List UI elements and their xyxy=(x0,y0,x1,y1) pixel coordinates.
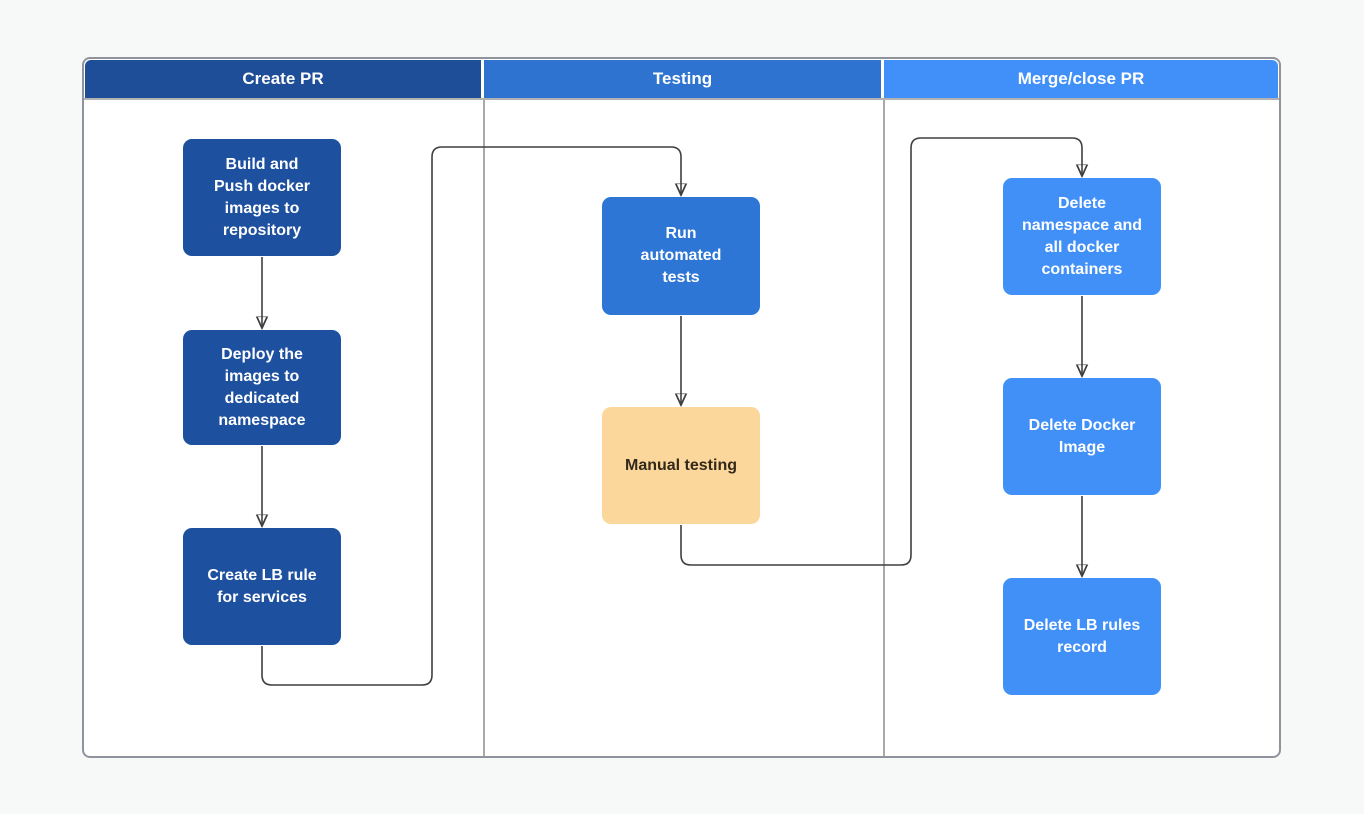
lane-header-merge-close-pr[interactable]: Merge/close PR xyxy=(884,60,1278,98)
node-delete-docker-image[interactable]: Delete Docker Image xyxy=(1003,378,1161,495)
lane-title-testing: Testing xyxy=(652,69,713,88)
node-label-run-automated-tests: Run automated tests xyxy=(640,225,722,286)
node-delete-lb-rules[interactable]: Delete LB rules record xyxy=(1003,578,1161,695)
node-label-delete-lb-rules: Delete LB rules record xyxy=(1023,616,1141,656)
node-label-delete-docker-image: Delete Docker Image xyxy=(1028,416,1136,456)
pool-header-divider xyxy=(84,98,1279,100)
node-label-manual-testing: Manual testing xyxy=(624,456,737,474)
lane-header-testing[interactable]: Testing xyxy=(484,60,881,98)
lane-divider-1 xyxy=(483,100,485,756)
node-deploy-images[interactable]: Deploy the images to dedicated namespace xyxy=(183,330,341,445)
node-delete-namespace[interactable]: Delete namespace and all docker containe… xyxy=(1003,178,1161,295)
node-label-deploy-images: Deploy the images to dedicated namespace xyxy=(218,345,306,429)
node-label-create-lb-rule: Create LB rule for services xyxy=(207,566,317,606)
lane-title-merge-close-pr: Merge/close PR xyxy=(1017,69,1145,88)
node-manual-testing[interactable]: Manual testing xyxy=(602,407,760,524)
node-build-push-docker[interactable]: Build and Push docker images to reposito… xyxy=(183,139,341,256)
node-label-delete-namespace: Delete namespace and all docker containe… xyxy=(1021,194,1143,278)
node-run-automated-tests[interactable]: Run automated tests xyxy=(602,197,760,315)
lane-header-create-pr[interactable]: Create PR xyxy=(85,60,481,98)
node-label-build-push-docker: Build and Push docker images to reposito… xyxy=(213,155,311,239)
node-create-lb-rule[interactable]: Create LB rule for services xyxy=(183,528,341,645)
lane-divider-2 xyxy=(883,100,885,756)
lane-title-create-pr: Create PR xyxy=(242,69,324,88)
